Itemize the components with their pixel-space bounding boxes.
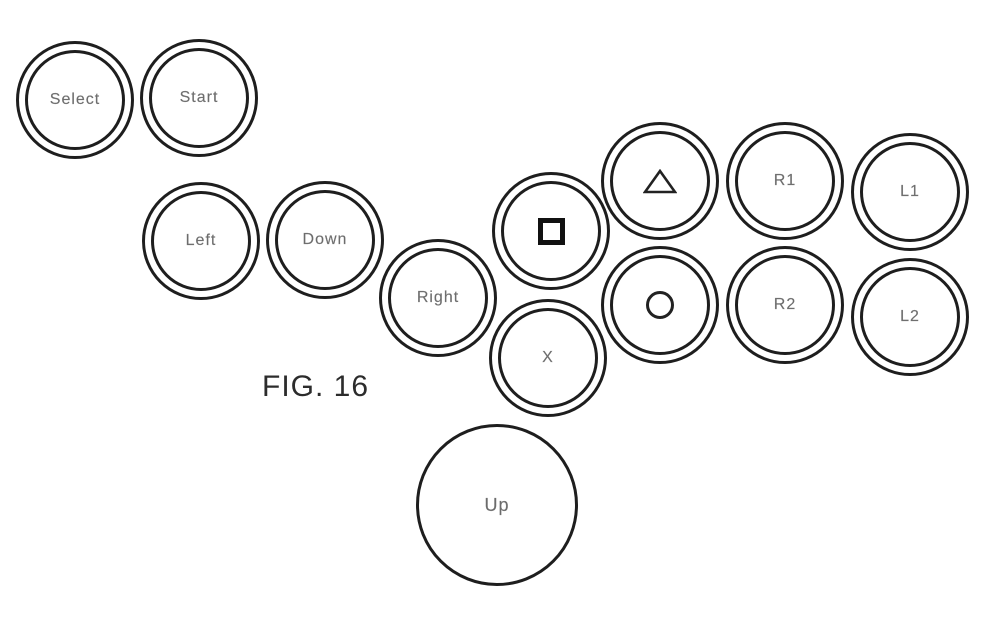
button-r1: R1 [726, 122, 844, 240]
button-l2-label: L2 [900, 308, 920, 325]
button-r1-label: R1 [773, 172, 797, 189]
button-left: Left [142, 182, 260, 300]
button-select-label: Select [49, 91, 101, 108]
circle-icon [646, 291, 674, 319]
square-icon [537, 217, 565, 245]
button-x: X [489, 299, 607, 417]
x-icon: X [542, 349, 554, 366]
button-right-label: Right [416, 289, 460, 306]
button-l1-label: L1 [900, 183, 920, 200]
button-l2: L2 [851, 258, 969, 376]
button-up-label: Up [484, 494, 510, 515]
button-left-label: Left [185, 232, 217, 249]
button-down-label: Down [302, 231, 348, 248]
button-l1: L1 [851, 133, 969, 251]
button-square [492, 172, 610, 290]
button-r2: R2 [726, 246, 844, 364]
button-start: Start [140, 39, 258, 157]
button-triangle [601, 122, 719, 240]
triangle-icon [643, 168, 677, 193]
button-r2-label: R2 [773, 296, 797, 313]
button-down: Down [266, 181, 384, 299]
button-right: Right [379, 239, 497, 357]
button-start-label: Start [179, 89, 219, 106]
button-circle [601, 246, 719, 364]
button-up: Up [416, 424, 578, 586]
button-select: Select [16, 41, 134, 159]
figure-caption: FIG. 16 [262, 370, 370, 403]
